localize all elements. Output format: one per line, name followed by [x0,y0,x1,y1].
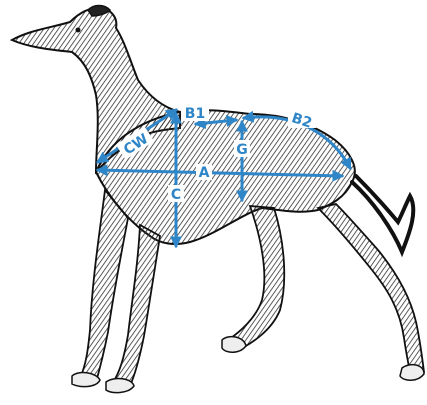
measure-label-b1: B1 [185,106,205,122]
dog-front-leg-left [80,190,128,382]
greyhound-icon [12,6,424,393]
dog-front-paw-right [106,379,134,393]
measure-label-g: G [236,142,248,158]
dog-eye [76,28,81,33]
measure-label-c: C [171,187,181,203]
measure-label-a: A [199,165,210,181]
dog-hind-paw-right [400,365,424,381]
dog-hind-leg-left [228,206,284,352]
